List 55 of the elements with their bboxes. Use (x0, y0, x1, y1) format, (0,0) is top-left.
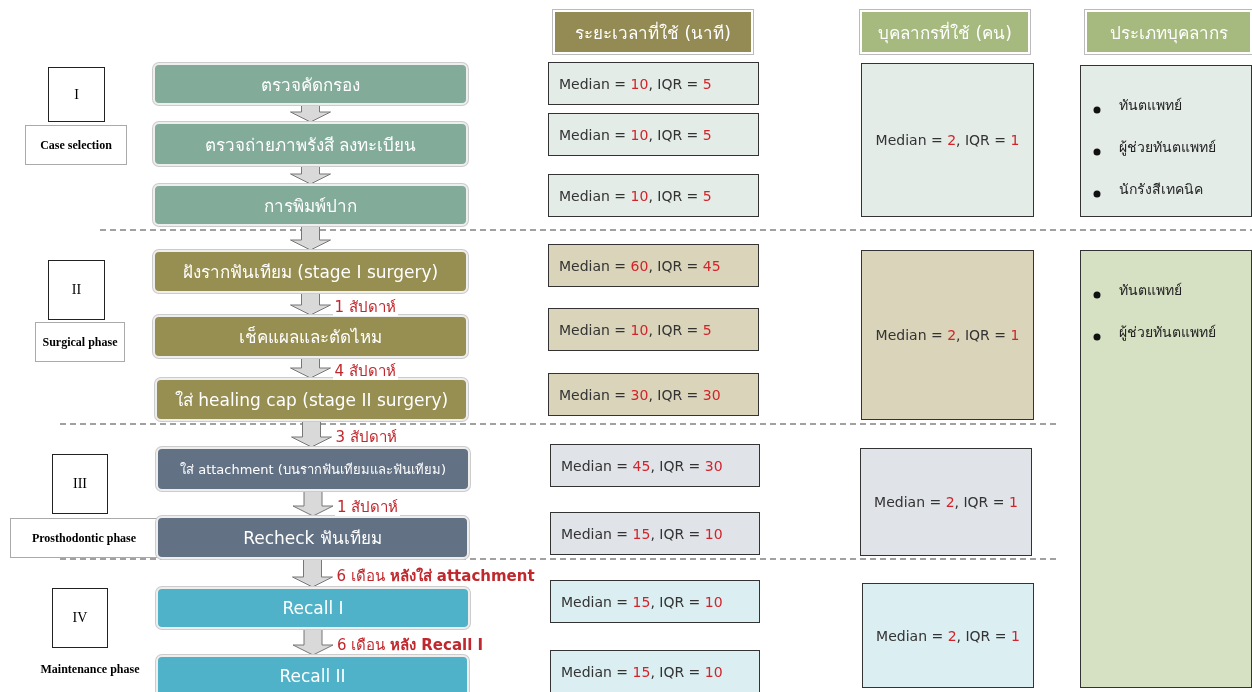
phase-number-box: IV (52, 588, 108, 648)
list-item: ทันตแพทย์ (1119, 96, 1182, 115)
node-label: Maintenance phase (40, 661, 140, 676)
duration-box: Median = 15, IQR = 10 (550, 650, 760, 692)
duration-box: Median = 60, IQR = 45 (548, 244, 759, 287)
process-step: ใส่ healing cap (stage II surgery) (155, 378, 468, 421)
process-step: Recall II (156, 655, 469, 692)
block-arrow (290, 225, 331, 251)
edge-label: 4 สัปดาห์ (332, 362, 398, 380)
phase-label: Case selection (25, 125, 127, 165)
block-arrow (292, 558, 333, 588)
staff-count-box: Median = 2, IQR = 1 (862, 583, 1034, 688)
list-item: ผู้ช่วยทันตแพทย์ (1119, 323, 1216, 343)
column-header: ประเภทบุคลากร (1085, 10, 1252, 54)
edge-label: 1 สัปดาห์ (332, 298, 398, 316)
staff-type-box (1080, 65, 1252, 217)
duration-box: Median = 15, IQR = 10 (550, 580, 760, 623)
block-arrow (292, 628, 334, 656)
process-step: การพิมพ์ปาก (153, 184, 468, 226)
list-item: ทันตแพทย์ (1119, 281, 1182, 300)
process-step: ตรวจคัดกรอง (153, 63, 468, 105)
duration-box: Median = 10, IQR = 5 (548, 308, 759, 351)
process-step: Recheck ฟันเทียม (156, 516, 469, 559)
phase-number-box: II (48, 260, 105, 320)
list-item: ผู้ช่วยทันตแพทย์ (1119, 138, 1216, 158)
process-step: Recall I (156, 587, 470, 629)
staff-count-box: Median = 2, IQR = 1 (861, 63, 1034, 217)
process-step: ตรวจถ่ายภาพรังสี ลงทะเบียน (153, 122, 468, 166)
phase-label: Surgical phase (35, 322, 125, 362)
block-arrow (290, 104, 331, 123)
duration-box: Median = 10, IQR = 5 (548, 174, 759, 217)
duration-box: Median = 30, IQR = 30 (548, 373, 759, 416)
staff-type-box (1080, 250, 1252, 688)
block-arrow (292, 490, 334, 517)
phase-label: Prosthodontic phase (10, 518, 158, 558)
edge-label: 6 เดือน หลังใส่ attachment (334, 567, 537, 585)
phase-number-box: III (52, 454, 108, 514)
staff-count-box: Median = 2, IQR = 1 (861, 250, 1034, 420)
block-arrow (290, 357, 331, 379)
block-arrow (290, 292, 331, 316)
process-step: ใส่ attachment (บนรากฟันเทียมและฟันเทียม) (156, 447, 470, 491)
block-arrow (291, 420, 332, 448)
duration-box: Median = 10, IQR = 5 (548, 113, 759, 156)
duration-box: Median = 15, IQR = 10 (550, 512, 760, 555)
process-step: เช็คแผลและตัดไหม (153, 315, 468, 358)
column-header: บุคลากรที่ใช้ (คน) (860, 10, 1030, 54)
duration-box: Median = 45, IQR = 30 (550, 444, 760, 487)
process-step: ฝังรากฟันเทียม (stage I surgery) (153, 250, 468, 293)
staff-count-box: Median = 2, IQR = 1 (860, 448, 1032, 556)
duration-box: Median = 10, IQR = 5 (548, 62, 759, 105)
list-item: นักรังสีเทคนิค (1119, 180, 1203, 199)
edge-label: 1 สัปดาห์ (335, 497, 401, 516)
block-arrow (290, 165, 331, 185)
phase-number-box: I (48, 67, 105, 122)
column-header: ระยะเวลาที่ใช้ (นาที) (553, 10, 753, 54)
